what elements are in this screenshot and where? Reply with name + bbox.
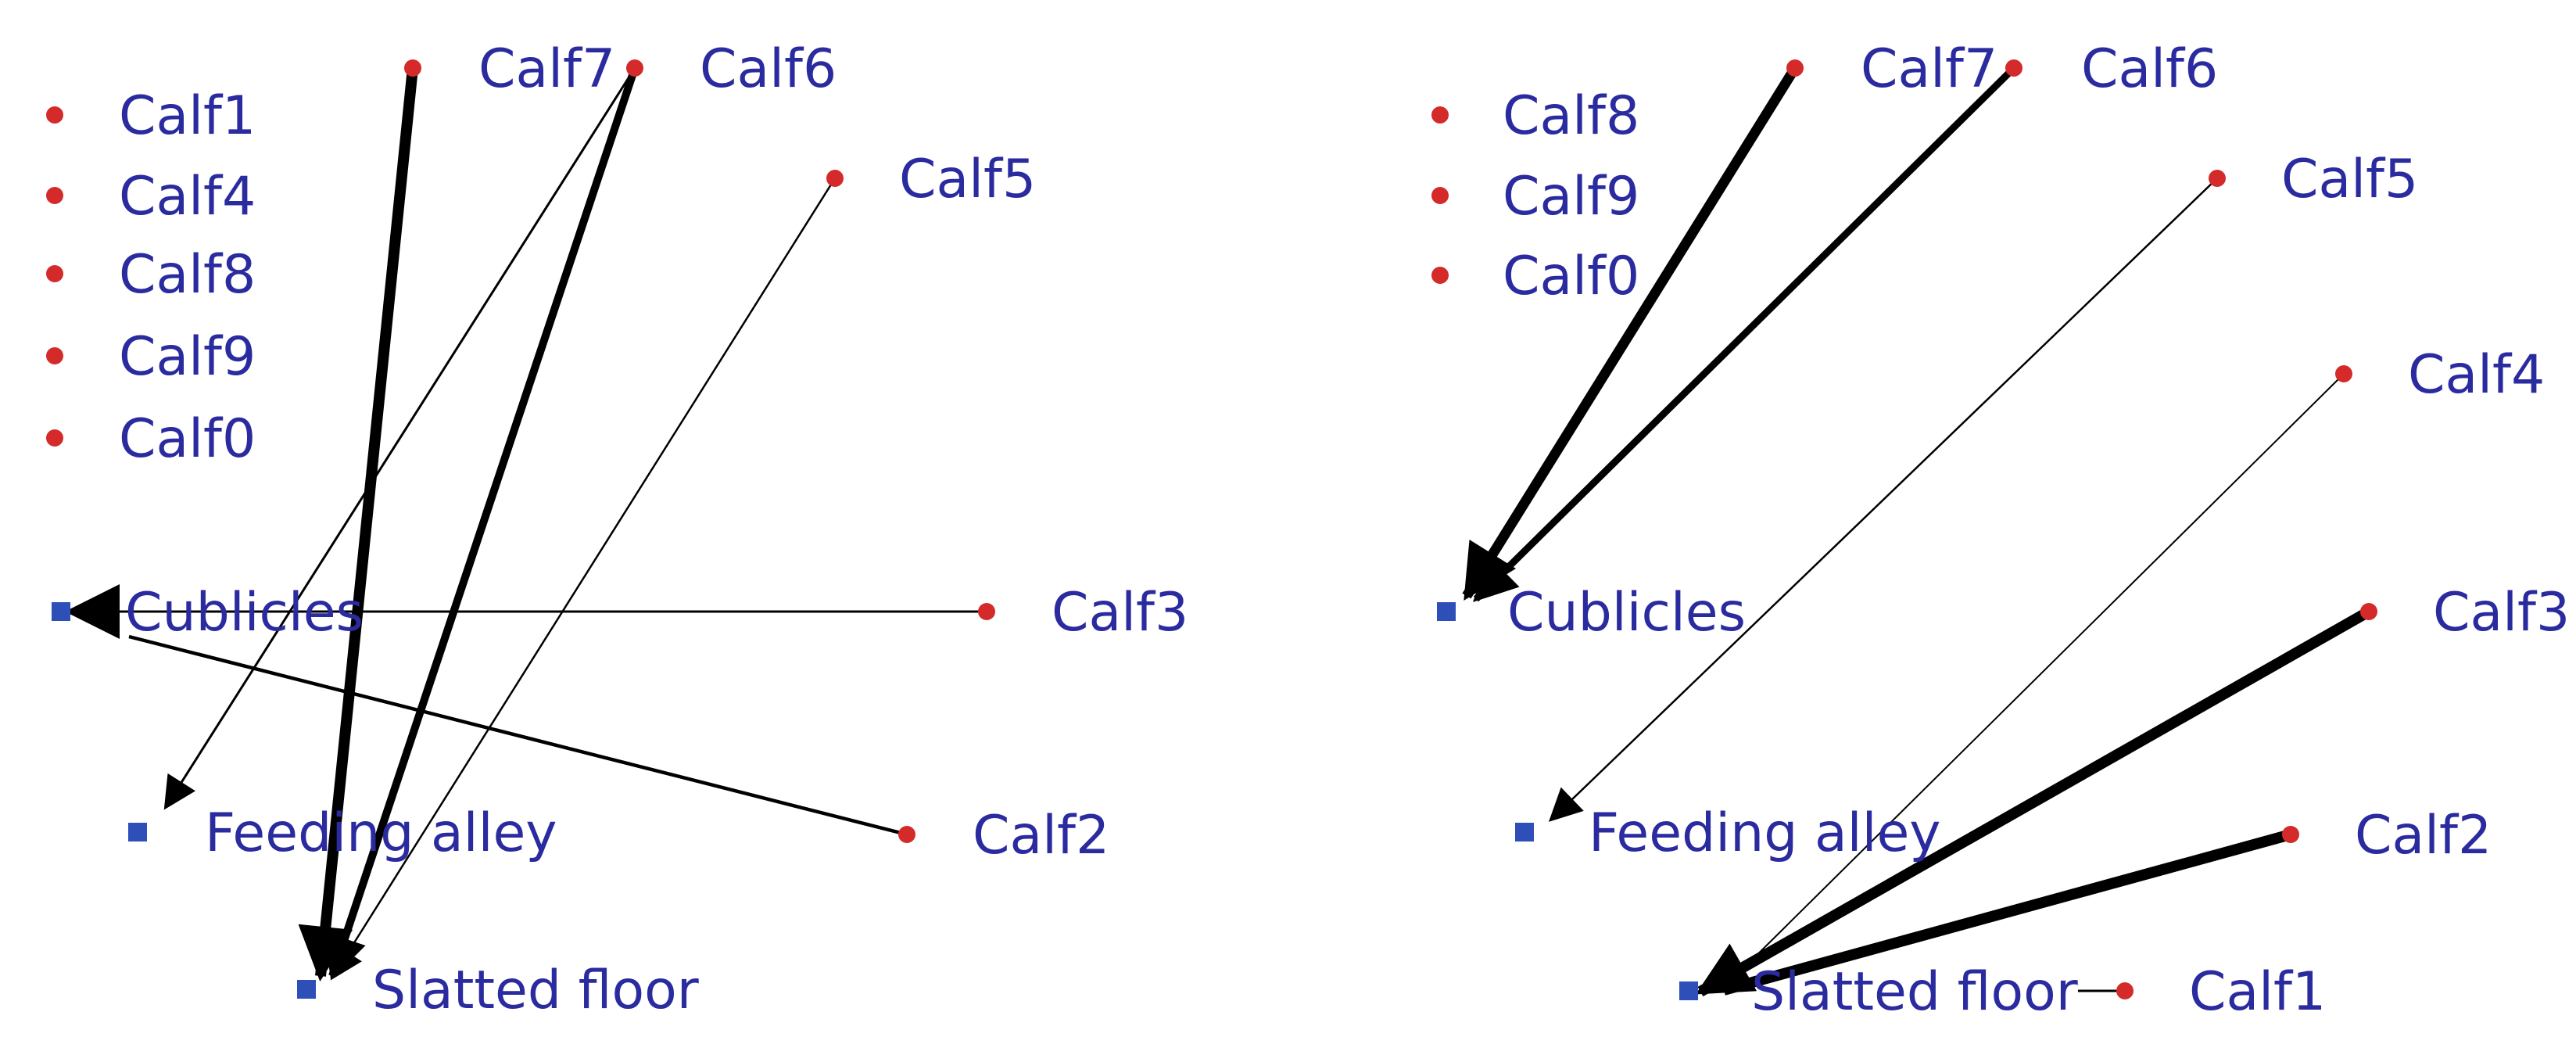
node-label: Cublicles (1507, 582, 1746, 644)
node-slatted-floor: Slatted floor (297, 960, 699, 1021)
node-label: Calf8 (1503, 85, 1639, 147)
node-label: Calf1 (119, 85, 256, 147)
node-calf6: Calf6 (2005, 38, 2218, 100)
calf-marker (1431, 106, 1449, 124)
edge-calf7-slatted-floor (298, 67, 418, 981)
node-calf2: Calf2 (898, 805, 1109, 867)
node-label: Calf3 (2433, 582, 2570, 644)
edge-calf5-feeding-alley (1548, 178, 2218, 822)
nodes: Calf8 Calf9 Calf0 Calf7 Calf6 Calf5 (1431, 38, 2570, 1023)
calf-marker (2335, 365, 2352, 382)
calf-marker (1786, 59, 1804, 77)
node-label: Calf3 (1052, 582, 1188, 644)
node-calf0: Calf0 (1431, 246, 1639, 307)
node-slatted-floor: Slatted floor (1679, 961, 2078, 1023)
node-label: Feeding alley (205, 802, 557, 864)
node-label: Calf9 (1503, 166, 1639, 228)
node-calf6: Calf6 (626, 38, 837, 100)
node-label: Slatted floor (372, 960, 699, 1021)
calf-marker (46, 265, 63, 282)
edge-calf2-cublicles (128, 634, 908, 837)
node-label: Calf2 (2355, 805, 2492, 867)
edge-calf7-cublicles (1462, 65, 1800, 601)
calf-marker (978, 603, 995, 620)
node-calf9: Calf9 (1431, 166, 1639, 228)
location-marker (52, 602, 70, 621)
node-label: Calf9 (119, 326, 256, 388)
node-label: Calf4 (119, 166, 256, 228)
location-marker (1437, 602, 1456, 621)
node-calf8: Calf8 (46, 244, 256, 306)
calf-marker (2282, 826, 2299, 843)
calf-marker (2005, 59, 2022, 77)
node-calf3: Calf3 (978, 582, 1188, 644)
node-feeding-alley: Feeding alley (1515, 802, 1941, 864)
edge-calf4-slatted-floor (1727, 373, 2345, 985)
calf-marker (1431, 187, 1449, 204)
calf-marker (2209, 170, 2226, 187)
node-label: Calf5 (2281, 149, 2418, 210)
node-cublicles: Cublicles (1437, 582, 1746, 644)
node-calf2: Calf2 (2282, 805, 2492, 867)
node-cublicles: Cublicles (52, 582, 364, 644)
nodes: Calf1 Calf4 Calf8 Calf9 Calf0 Calf7 (46, 38, 1188, 1021)
calf-marker (46, 187, 63, 204)
calf-marker (46, 347, 63, 364)
node-label: Calf7 (1861, 38, 1997, 100)
node-calf9: Calf9 (46, 326, 256, 388)
edge-calf6-slatted-floor (324, 66, 639, 981)
graph-left: Calf1 Calf4 Calf8 Calf9 Calf0 Calf7 (46, 38, 1188, 1021)
node-label: Calf7 (478, 38, 615, 100)
location-marker (1515, 823, 1534, 841)
node-calf5: Calf5 (2209, 149, 2418, 210)
node-label: Calf4 (2408, 344, 2545, 406)
location-marker (297, 980, 316, 999)
node-calf7: Calf7 (1786, 38, 1997, 100)
calf-marker (2360, 603, 2377, 620)
node-calf5: Calf5 (826, 149, 1036, 210)
node-label: Calf8 (119, 244, 256, 306)
node-calf4: Calf4 (2335, 344, 2545, 406)
node-calf1: Calf1 (46, 85, 256, 147)
location-marker (128, 823, 147, 841)
node-feeding-alley: Feeding alley (128, 802, 557, 864)
node-label: Cublicles (125, 582, 364, 644)
node-label: Calf5 (899, 149, 1036, 210)
edges (1462, 65, 2372, 997)
calf-marker (46, 106, 63, 124)
edge-calf2-slatted-floor (1722, 829, 2292, 996)
calf-marker (404, 59, 421, 77)
edge-calf6-cublicles (1473, 65, 2017, 602)
node-calf0: Calf0 (46, 408, 256, 470)
node-label: Calf6 (700, 38, 837, 100)
node-calf1: Calf1 (2116, 961, 2326, 1023)
node-label: Calf1 (2189, 961, 2326, 1023)
node-calf7: Calf7 (404, 38, 615, 100)
calf-marker (1431, 267, 1449, 284)
node-calf3: Calf3 (2360, 582, 2570, 644)
calf-marker (898, 826, 915, 843)
calf-marker (46, 429, 63, 447)
calf-marker (626, 59, 643, 77)
node-label: Calf6 (2081, 38, 2218, 100)
edge-calf6-feeding-alley (163, 67, 636, 810)
calf-marker (2116, 982, 2134, 999)
node-calf8: Calf8 (1431, 85, 1639, 147)
graph-right: Calf8 Calf9 Calf0 Calf7 Calf6 Calf5 (1431, 38, 2570, 1023)
node-label: Calf2 (973, 805, 1109, 867)
node-calf4: Calf4 (46, 166, 256, 228)
edge-calf3-slatted-floor (1695, 606, 2372, 997)
calf-marker (826, 170, 844, 187)
edges (65, 66, 987, 981)
node-label: Slatted floor (1751, 961, 2078, 1023)
location-marker (1679, 981, 1698, 1000)
edge-calf5-slatted-floor (330, 178, 837, 981)
node-label: Calf0 (1503, 246, 1639, 307)
node-label: Calf0 (119, 408, 256, 470)
node-label: Feeding alley (1589, 802, 1941, 864)
